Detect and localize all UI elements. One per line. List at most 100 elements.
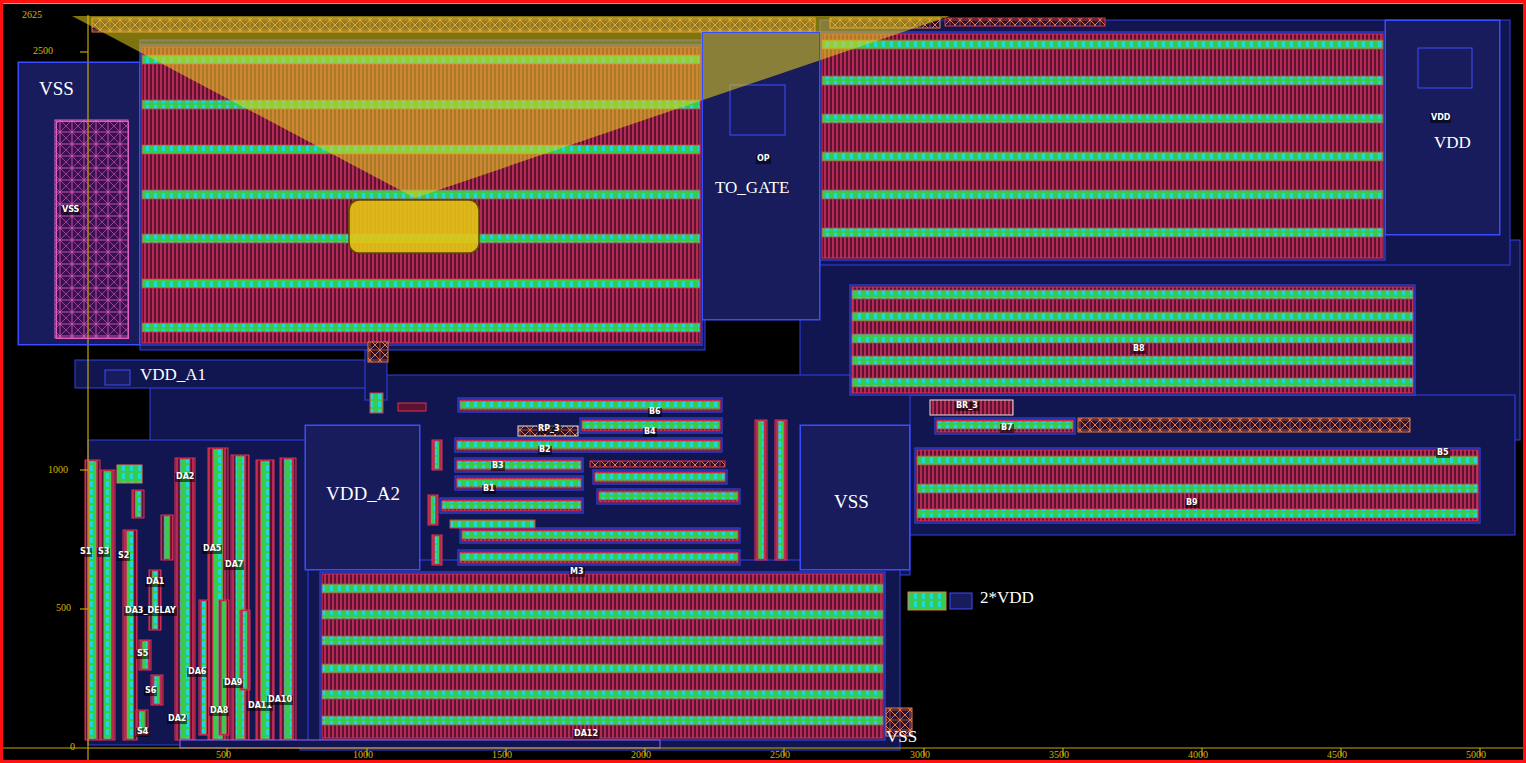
array-outline bbox=[458, 550, 740, 565]
transistor-array bbox=[915, 448, 1480, 523]
block-name: S6 bbox=[144, 687, 157, 696]
diffusion bbox=[208, 448, 228, 740]
resistor-box bbox=[930, 400, 1013, 415]
pin-box bbox=[105, 370, 130, 385]
transistor-array bbox=[458, 398, 722, 412]
axis-tick-label: 2500 bbox=[33, 45, 53, 56]
gate-stripe bbox=[852, 334, 1413, 343]
axes bbox=[0, 15, 1526, 763]
block-name: DA7 bbox=[224, 561, 244, 570]
gate-stripe bbox=[822, 152, 1383, 161]
block-name: B5 bbox=[1436, 449, 1450, 458]
block-name: S5 bbox=[136, 650, 149, 659]
array-outline bbox=[597, 489, 740, 504]
pin-box bbox=[950, 593, 972, 609]
gate-stripe bbox=[822, 190, 1383, 199]
diffusion bbox=[432, 535, 442, 565]
diffusion bbox=[462, 530, 738, 541]
transistor-array bbox=[455, 438, 722, 452]
net-name: 2*VDD bbox=[980, 589, 1034, 608]
block-name: B8 bbox=[1132, 345, 1146, 354]
axis-tick-label: 1000 bbox=[48, 464, 68, 475]
transistor-array bbox=[458, 550, 740, 565]
array-outline bbox=[458, 398, 722, 412]
vss-mesh bbox=[55, 120, 128, 338]
array-outline bbox=[820, 32, 1385, 260]
axis-tick-label: 4500 bbox=[1327, 749, 1347, 760]
array-outline bbox=[850, 285, 1415, 395]
block-name: S3 bbox=[97, 548, 110, 557]
axis-tick-label: 5000 bbox=[1466, 749, 1486, 760]
block-name: DA2 bbox=[167, 715, 187, 724]
block-name: B4 bbox=[643, 428, 657, 437]
axis-tick-label: 4000 bbox=[1188, 749, 1208, 760]
diffusion bbox=[937, 420, 1073, 432]
gate-stripe bbox=[457, 461, 581, 469]
gate-stripe bbox=[822, 40, 1383, 49]
gate-stripe bbox=[457, 441, 720, 449]
net-name: VDD_A1 bbox=[140, 366, 206, 385]
block-name: B2 bbox=[538, 446, 552, 455]
gate-stripe bbox=[180, 459, 190, 739]
transistor-array bbox=[597, 489, 740, 504]
pad-box: VSSVSS bbox=[18, 62, 140, 345]
transistor-column bbox=[161, 515, 173, 560]
device-box bbox=[908, 592, 946, 610]
block-name: DA9 bbox=[223, 679, 243, 688]
transistor-array bbox=[850, 285, 1415, 395]
array-outline bbox=[440, 498, 583, 513]
gate-stripe bbox=[852, 312, 1413, 321]
diffusion bbox=[599, 491, 738, 502]
block-name: S4 bbox=[136, 728, 149, 737]
gate-stripe bbox=[431, 496, 436, 524]
diffusion bbox=[428, 495, 438, 525]
device-box bbox=[117, 465, 142, 483]
vss-pad bbox=[800, 425, 910, 570]
block-name: B3 bbox=[491, 462, 505, 471]
transistor-column bbox=[85, 460, 100, 740]
diffusion bbox=[123, 530, 137, 740]
diffusion bbox=[460, 400, 720, 410]
block-name: DA1 bbox=[145, 578, 165, 587]
transistor-array bbox=[320, 572, 885, 740]
pad-name: TO_GATE bbox=[715, 179, 789, 198]
array-outline bbox=[460, 528, 740, 543]
gate-stripe bbox=[852, 290, 1413, 299]
transistor-array bbox=[935, 418, 1075, 434]
gate-stripe bbox=[822, 228, 1383, 237]
transistor-column bbox=[208, 448, 228, 740]
vdd-pad bbox=[1385, 20, 1500, 235]
diffusion bbox=[775, 420, 787, 560]
block-name: RP_3 bbox=[537, 425, 561, 434]
array-outline bbox=[455, 458, 583, 472]
pad-box: VDD_A2 bbox=[305, 425, 420, 570]
via-outline bbox=[730, 85, 785, 135]
block-name: M3 bbox=[569, 568, 585, 577]
diffusion bbox=[132, 490, 144, 518]
gate-stripe bbox=[142, 279, 700, 288]
diffusion bbox=[85, 460, 100, 740]
gate-stripe bbox=[917, 456, 1478, 465]
block-name: B9 bbox=[1185, 499, 1199, 508]
gate-stripe bbox=[135, 491, 141, 517]
diffusion bbox=[322, 574, 883, 738]
gate-stripe bbox=[236, 456, 245, 739]
diffusion bbox=[852, 287, 1413, 393]
vss-pad bbox=[18, 62, 140, 345]
gate-stripe bbox=[127, 531, 134, 739]
block-name: DA8 bbox=[209, 707, 229, 716]
gate-stripe bbox=[852, 378, 1413, 387]
gate-stripe bbox=[852, 356, 1413, 365]
via-outline bbox=[1418, 48, 1472, 88]
diffusion bbox=[175, 458, 195, 740]
array-outline bbox=[455, 438, 722, 452]
gate-stripe bbox=[322, 690, 883, 699]
diffusion bbox=[100, 470, 115, 740]
axis-tick-label: 500 bbox=[216, 749, 231, 760]
transistor-column bbox=[132, 490, 144, 518]
